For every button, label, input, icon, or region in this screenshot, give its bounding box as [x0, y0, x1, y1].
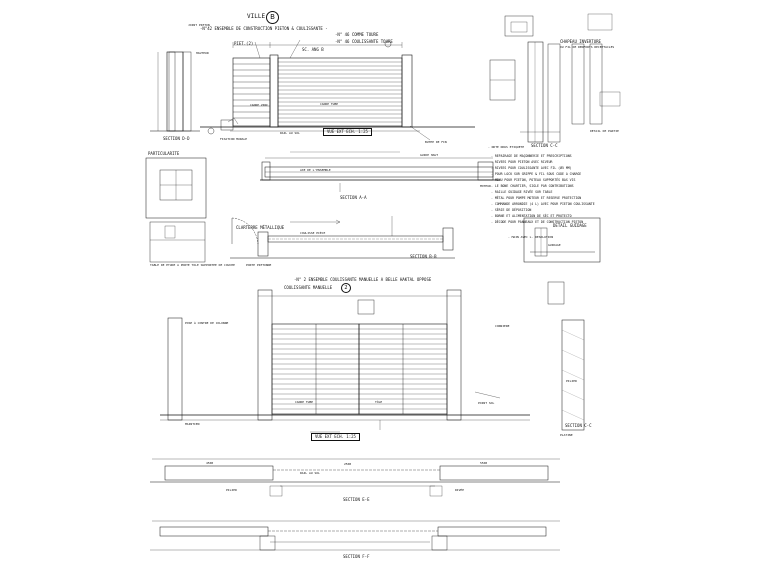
pieton-note: PORTE PIETONNE [246, 263, 272, 267]
cornere-label: CORNIERE [495, 324, 510, 328]
section-a-a-title: SECTION A-A [340, 195, 367, 200]
villa-title: VILLE [247, 13, 266, 20]
cadre-tube-label-2: CADRE TUBE [295, 400, 314, 404]
plan-title-1: -N°42 ENSEMBLE DE CONSTRUCTION PIETON & … [200, 26, 328, 31]
tole-label: TÔLE [375, 400, 383, 404]
note-item: - MÉTAL POUR POMPE MOTEUR ET RESERVE PRO… [491, 196, 582, 200]
ptsol-label: POINT SOL [478, 401, 495, 405]
detail-guidage [523, 217, 601, 263]
elevation-2 [160, 281, 585, 433]
vue-label-1: VUE EXT ECH. 1:25 [323, 128, 372, 136]
note-item: - RIVEES POUR COULISSANTE AVEC FIL (Ø5 M… [491, 166, 572, 170]
fixation-murale-label: FIXATION MURALE [220, 137, 248, 141]
section-a-a [260, 151, 500, 192]
notes-tail: - MAIN AVEC L. RESOLUTION [508, 235, 554, 239]
note-item: - RIVEES POUR PIETON AVEC RIVEUR [491, 160, 553, 164]
particularite-detail [145, 157, 207, 263]
detail-top-right [489, 13, 621, 143]
hauteur-label: HAUTEUR [196, 51, 209, 55]
notes-title: - NOTE NOUS ETIQUETE [488, 145, 525, 149]
pilier-label: PILIER [566, 379, 577, 383]
top-left-note: JOINT PIETON [188, 23, 210, 27]
villa-letter-badge: B [266, 11, 279, 24]
note-item: - RAILLE GUIDAGE RIVÉE SUR TABLE [491, 190, 553, 194]
detail-guidage-title: DETAIL GUIDAGE [553, 223, 587, 228]
guide-label: GUIDE HAUT [420, 153, 439, 157]
right-col-note: DETAIL DE PARTIE [590, 129, 619, 133]
vue-label-2: VUE EXT ECH. 1:25 [311, 433, 360, 441]
dimension-label-2: 4500 [206, 461, 214, 465]
sec-note: AXE DE L'ENSEMBLE [300, 168, 331, 172]
section-d-d [150, 51, 200, 132]
notes-list: - REPAIRAGE DE MAÇONNERIE ET PRESCRIPTIO… [491, 153, 595, 225]
maint-label: MAINTIEN [185, 422, 200, 426]
chapeau-sub: DU FIL DE RENFORTS RECEPTACLES [560, 45, 615, 49]
note-item: - REPAIRAGE DE MAÇONNERIE ET PRESCRIPTIO… [491, 154, 572, 158]
plan-title-2: -N° 2 ENSEMBLE COULISSANTE MANUELLE A BE… [294, 277, 432, 282]
pieton-label: PIET.(2) [234, 41, 254, 46]
section-e-e-title: SECTION E-E [343, 497, 370, 502]
section-f-f-title: SECTION F-F [343, 554, 370, 559]
platine-label: PLATINE [560, 433, 573, 437]
chapeau-title: CHAPEAU INVERTURE [560, 39, 601, 44]
note-item: - POUR LOCK SUR GRIPPE & FIL SOUS CODE A… [491, 172, 582, 176]
plan-sub-1a: -N° 46 COMME TOURE [335, 32, 379, 37]
dimension-label-3: 5500 [480, 461, 488, 465]
rail-label-2: RAIL AU SOL [300, 471, 320, 475]
note-item: - LE BONE CHARTIER, SIGLE PAR CONTRIBUTI… [491, 184, 574, 188]
note-item: - SÉRIE DE DÉPOSITION [491, 208, 532, 212]
rail-label: RAIL AU SOL [280, 131, 300, 135]
scale-label-1: SC. ANG B [302, 47, 324, 52]
legend-a: TABLE DE ETUDE A PORTE TOLE SUPPORTEE DE… [150, 263, 235, 267]
butee-label: BUTEE DE FIN [425, 140, 447, 144]
pose-label: POSE À CONTRE DE COLONNE [185, 321, 229, 325]
note-item: - DÉCODE POUR PANNEAUX ET DE CONSTRUCTIO… [491, 220, 584, 224]
guidage-label: GUIDAGE [548, 243, 561, 247]
moteur-label: MOTEUR [480, 184, 491, 188]
note-item: - COMMANDE ARRONDIE (4 L) AVEC POUR PIET… [491, 202, 595, 206]
section-f-f [150, 520, 560, 551]
dimension-label: 2500 [344, 462, 352, 466]
cadre-tube-label: CADRE TUBE [320, 102, 339, 106]
particularite-title: PARTICULARITE [148, 151, 180, 156]
section-e-e [150, 458, 560, 497]
section-c-c-right-title: SECTION C-C [565, 423, 592, 428]
elevation-1 [157, 39, 475, 141]
clarterre-label: CLARTERRE MÉTALLIQUE [236, 225, 285, 230]
plan-2-number-badge: 2 [341, 283, 351, 293]
cadre-zinc-label: CADRE ZINC [250, 103, 269, 107]
rive-label: RIVÉE [455, 488, 465, 492]
note-item: - MENU POUR PIETON, POTEAU SUPPORTÉS BAS… [491, 178, 576, 182]
note-item: - BORNE ET ALIMENTATION DE SÉC ET PROTEC… [491, 214, 572, 218]
section-b-b-title: SECTION B-B [410, 254, 437, 259]
plan-sub-1b: -N° 46 COULISSANTE TOURE [335, 39, 393, 44]
section-b-b [230, 216, 455, 259]
pilier-label-2: PILIER [226, 488, 237, 492]
angle-note: COULISSE PIÈCE [300, 231, 326, 235]
plan-sub-2: COULISSANTE MANUELLE [284, 285, 333, 290]
section-c-c-top-title: SECTION C-C [531, 143, 558, 148]
section-d-d-title: SECTION D-D [163, 136, 190, 141]
